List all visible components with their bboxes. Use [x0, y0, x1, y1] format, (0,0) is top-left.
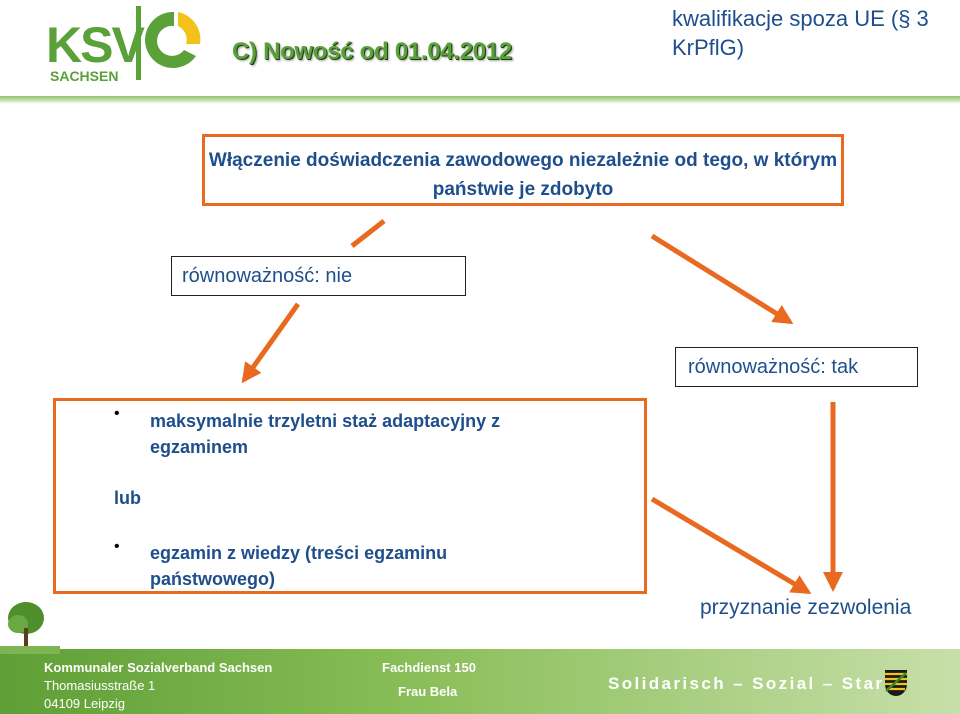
equivalence-yes-label: równoważność: tak: [688, 356, 859, 378]
equivalence-no-label: równoważność: nie: [182, 265, 353, 287]
footer-org-name: Kommunaler Sozialverband Sachsen: [44, 660, 273, 675]
footer-bar: [0, 649, 960, 714]
arrow-nie-to-options: [241, 302, 301, 384]
main-box-text: Włączenie doświadczenia zawodowego nieza…: [208, 150, 838, 200]
arrow-main-to-nie: [350, 219, 386, 248]
footer-street: Thomasiusstraße 1: [44, 678, 156, 693]
options-box: [53, 398, 647, 594]
footer-department: Fachdienst 150: [382, 660, 476, 675]
footer-contact-person: Frau Bela: [398, 684, 458, 699]
saxony-crest-icon: [884, 669, 908, 697]
arrow-main-to-tak: [650, 233, 794, 325]
footer-city: 04109 Leipzig: [44, 696, 125, 711]
svg-text:SACHSEN: SACHSEN: [50, 68, 118, 84]
or-label: lub: [114, 488, 141, 508]
slide-title: kwalifikacje spoza UE (§ 3 KrPflG): [672, 6, 929, 60]
svg-text:KSV: KSV: [46, 17, 145, 73]
footer-slogan: Solidarisch – Sozial – Stark: [608, 674, 897, 693]
equivalence-yes-box: [675, 347, 918, 387]
result-label: przyznanie zezwolenia: [700, 596, 912, 619]
tree-icon: [0, 594, 60, 654]
equivalence-no-box: [171, 256, 466, 296]
option-adaptation-period: maksymalnie trzyletni staż adaptacyjny z…: [150, 411, 501, 457]
bullet-icon: •: [114, 405, 120, 422]
slide-subtitle: C) Nowość od 01.04.2012: [232, 38, 512, 65]
arrow-options-to-result: [650, 496, 812, 595]
ksv-sachsen-logo: KSV SACHSEN: [44, 4, 204, 84]
footer-divider: [0, 645, 960, 649]
bullet-icon: •: [114, 538, 120, 555]
header-divider: [0, 96, 960, 104]
main-box: [202, 134, 844, 206]
option-knowledge-exam: egzamin z wiedzy (treści egzaminu państw…: [150, 543, 448, 589]
